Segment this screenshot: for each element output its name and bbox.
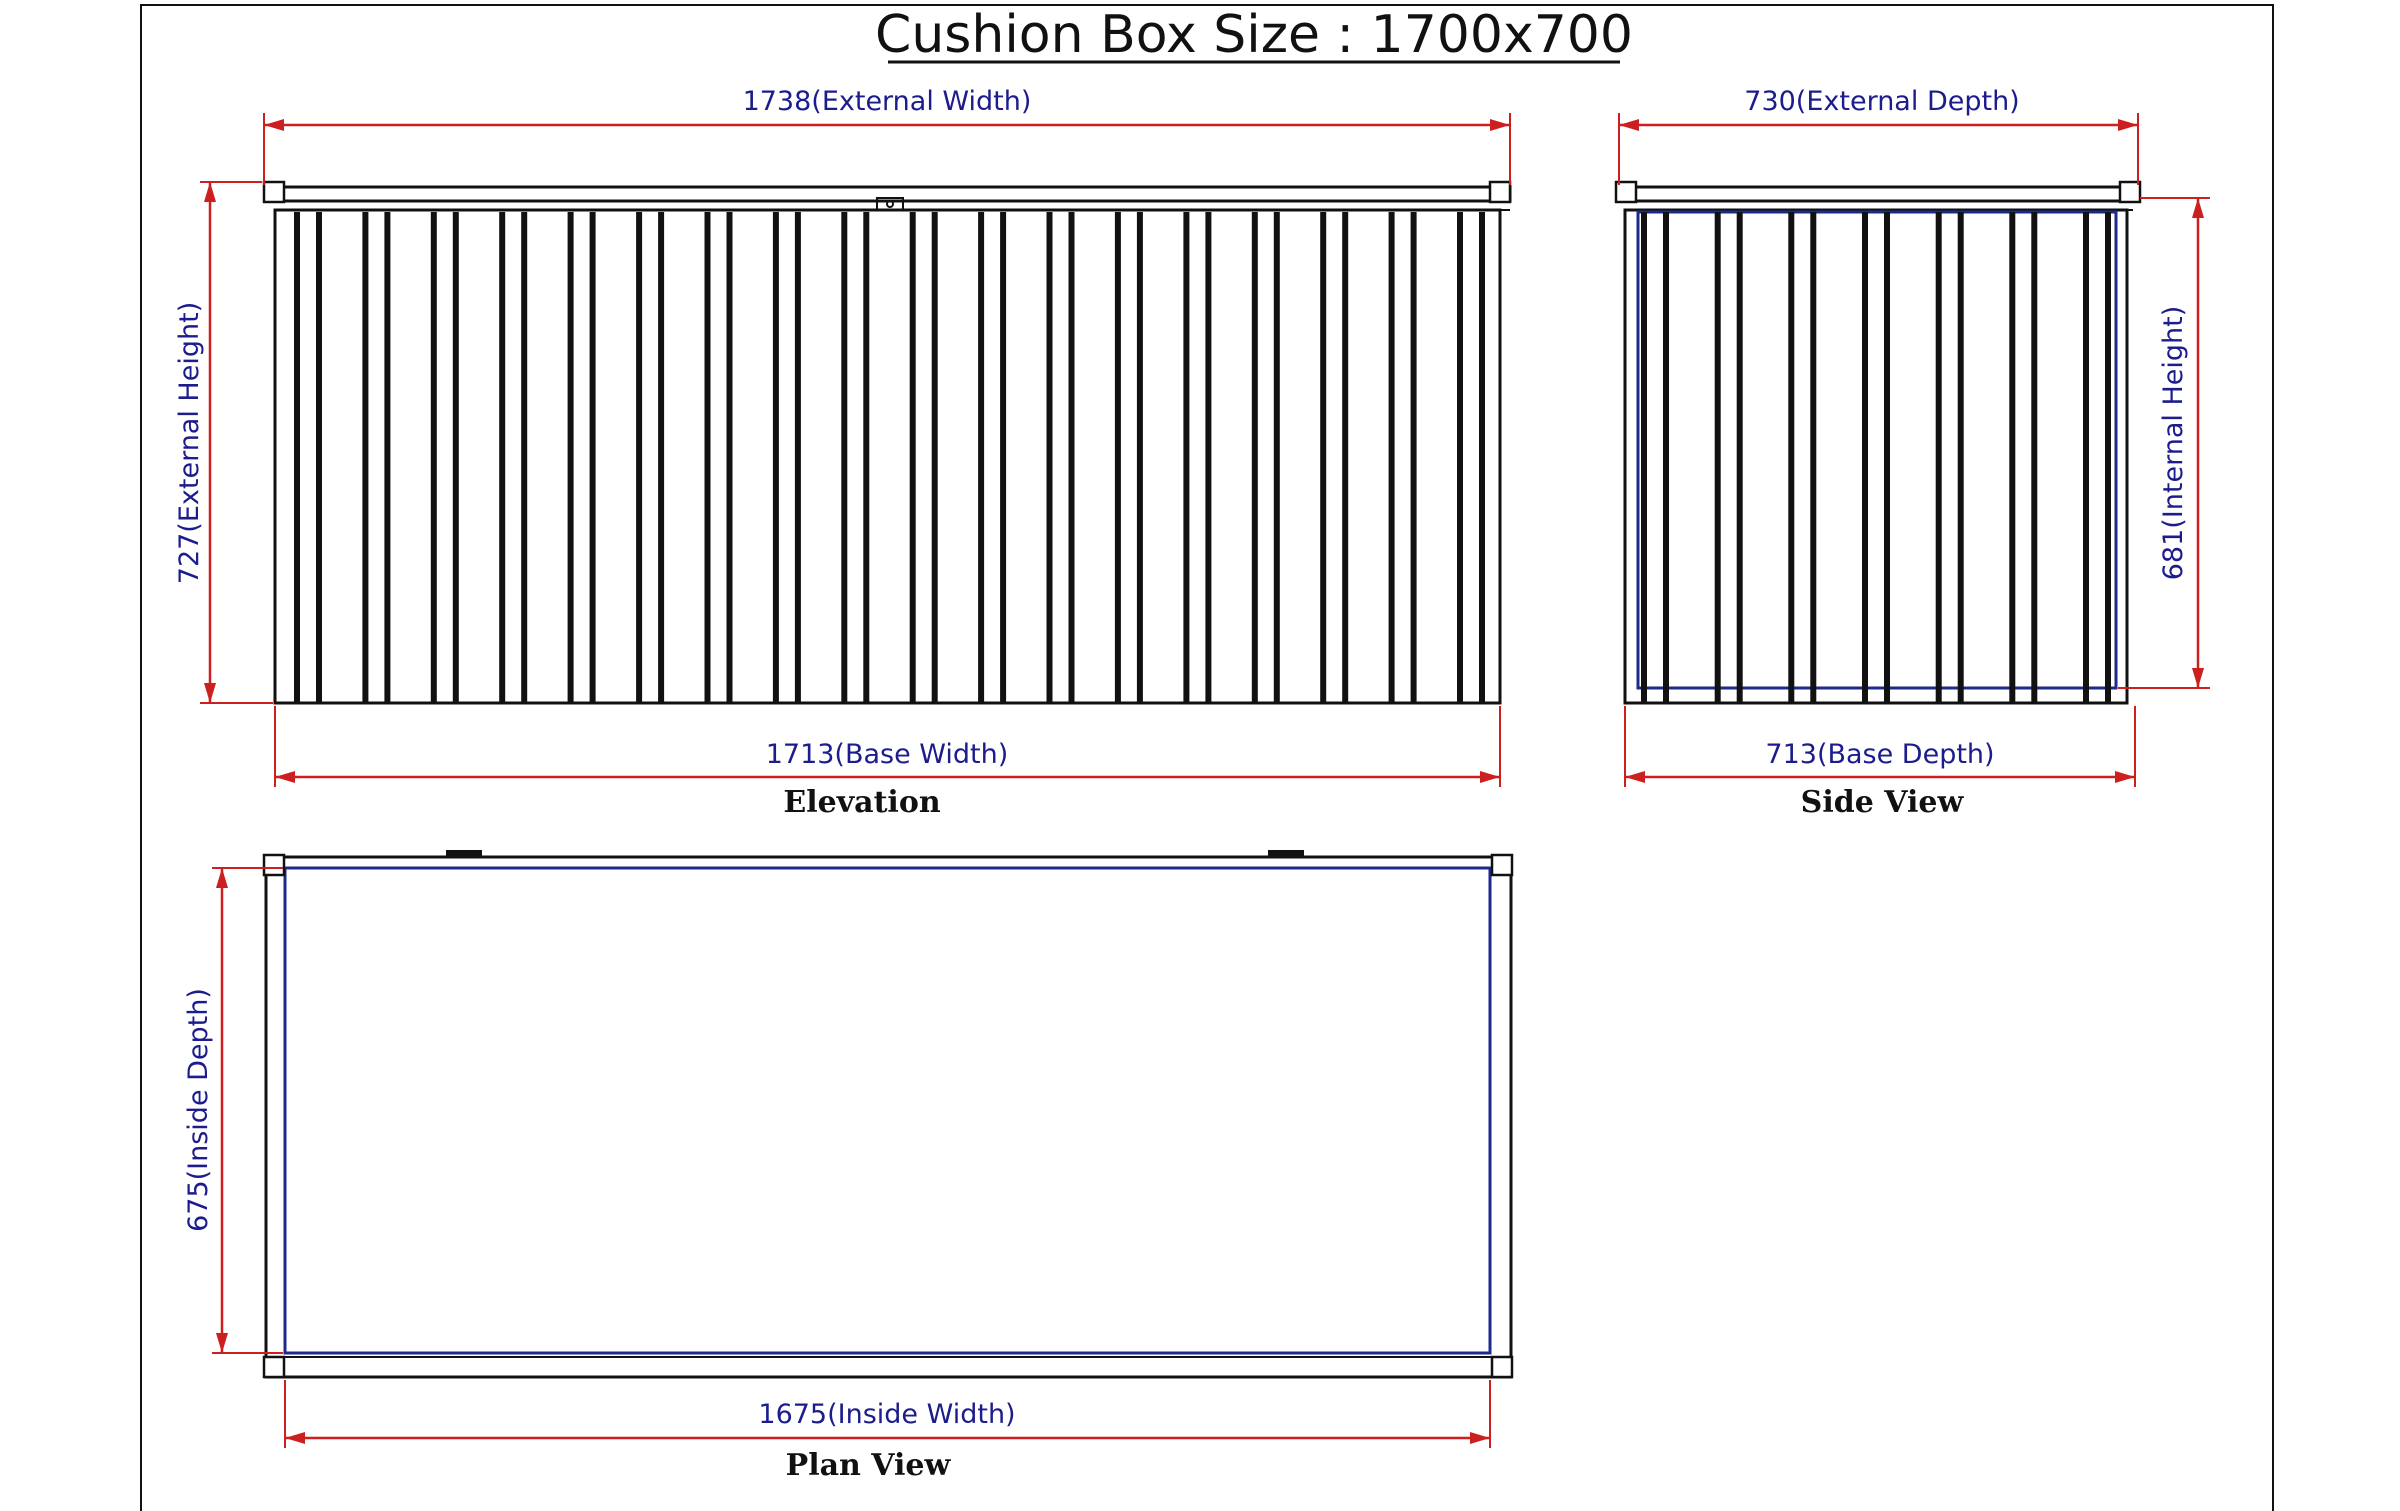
plan-hinge-left	[446, 850, 482, 856]
plan-corner-post-br	[1490, 1355, 1514, 1379]
panel-slat	[499, 212, 506, 703]
panel-slat	[1273, 212, 1280, 703]
panel-slat	[1788, 212, 1795, 703]
plan-corner-post-bl	[262, 1355, 286, 1379]
panel-slat	[1663, 212, 1669, 703]
panel-slat	[1736, 212, 1743, 703]
panel-slat	[1046, 212, 1053, 703]
panel-slat	[1388, 212, 1395, 703]
elevation-lid-post-right	[1488, 180, 1512, 204]
panel-slat	[931, 212, 938, 703]
drawing-title: Cushion Box Size : 1700x700	[875, 5, 1633, 65]
external-width-dimension: 1738(External Width)	[263, 86, 1511, 185]
base-width-dimension: 1713(Base Width)	[274, 706, 1501, 787]
panel-slat	[1862, 212, 1868, 703]
inside-depth-dimension: 675(Inside Depth)	[183, 867, 283, 1354]
external-height-dimension: 727(External Height)	[174, 181, 273, 704]
panel-slat	[978, 212, 985, 703]
panel-slat	[1479, 212, 1485, 703]
panel-slat	[430, 212, 437, 703]
side-slats	[1641, 212, 2111, 703]
external-depth-dimension: 730(External Depth)	[1618, 86, 2139, 185]
panel-slat	[1810, 212, 1817, 703]
panel-slat	[704, 212, 711, 703]
internal-height-label: 681(Internal Height)	[2158, 306, 2189, 581]
panel-slat	[294, 212, 300, 703]
panel-slat	[384, 212, 391, 703]
plan-view-label: Plan View	[786, 1448, 952, 1483]
panel-slat	[589, 212, 596, 703]
panel-slat	[2083, 212, 2089, 703]
elevation-view	[262, 180, 1512, 705]
plan-outer-outline	[264, 855, 1513, 1379]
elevation-latch-hole	[886, 200, 894, 208]
panel-slat	[1068, 212, 1075, 703]
base-width-label: 1713(Base Width)	[766, 739, 1009, 770]
panel-slat	[1114, 212, 1121, 703]
side-view	[1614, 180, 2142, 705]
panel-slat	[794, 212, 801, 703]
panel-slat	[1342, 212, 1349, 703]
panel-slat	[1957, 212, 1964, 703]
inside-depth-label: 675(Inside Depth)	[183, 988, 214, 1232]
panel-slat	[726, 212, 733, 703]
panel-slat	[1410, 212, 1417, 703]
internal-height-dimension: 681(Internal Height)	[2118, 197, 2210, 689]
plan-view	[262, 850, 1514, 1379]
elevation-view-label: Elevation	[783, 785, 940, 820]
panel-slat	[841, 212, 848, 703]
panel-slat	[1884, 212, 1890, 703]
panel-slat	[1641, 212, 1647, 703]
panel-slat	[316, 212, 322, 703]
base-depth-label: 713(Base Depth)	[1765, 739, 1994, 770]
panel-slat	[1000, 212, 1007, 703]
inside-width-label: 1675(Inside Width)	[758, 1399, 1015, 1430]
panel-slat	[2105, 212, 2111, 703]
plan-hinge-right	[1268, 850, 1304, 856]
side-view-label: Side View	[1801, 785, 1965, 820]
elevation-lid-post-left	[262, 180, 286, 204]
panel-slat	[1320, 212, 1327, 703]
plan-inner-outline	[283, 866, 1492, 1355]
panel-slat	[2031, 212, 2038, 703]
inside-width-dimension: 1675(Inside Width)	[284, 1380, 1491, 1448]
panel-slat	[452, 212, 459, 703]
external-depth-label: 730(External Depth)	[1744, 86, 2019, 117]
external-width-label: 1738(External Width)	[743, 86, 1032, 117]
drawing-frame	[140, 4, 2274, 1511]
panel-slat	[2009, 212, 2016, 703]
panel-slat	[1714, 212, 1721, 703]
side-internal-outline	[1636, 210, 2118, 690]
panel-slat	[863, 212, 870, 703]
panel-slat	[1457, 212, 1463, 703]
panel-slat	[362, 212, 369, 703]
side-lid-post-right	[2118, 180, 2142, 204]
panel-slat	[909, 212, 916, 703]
external-height-label: 727(External Height)	[174, 302, 205, 584]
base-depth-dimension: 713(Base Depth)	[1624, 706, 2136, 787]
panel-slat	[658, 212, 665, 703]
side-body	[1623, 208, 2129, 705]
side-lid	[1623, 185, 2135, 203]
panel-slat	[772, 212, 779, 703]
panel-slat	[521, 212, 528, 703]
panel-slat	[567, 212, 574, 703]
panel-slat	[636, 212, 643, 703]
panel-slat	[1251, 212, 1258, 703]
panel-slat	[1183, 212, 1190, 703]
plan-corner-post-tl	[262, 853, 286, 877]
side-lid-post-left	[1614, 180, 1638, 204]
panel-slat	[1136, 212, 1143, 703]
plan-corner-post-tr	[1490, 853, 1514, 877]
elevation-slats	[294, 212, 1485, 703]
panel-slat	[1935, 212, 1942, 703]
panel-slat	[1205, 212, 1212, 703]
